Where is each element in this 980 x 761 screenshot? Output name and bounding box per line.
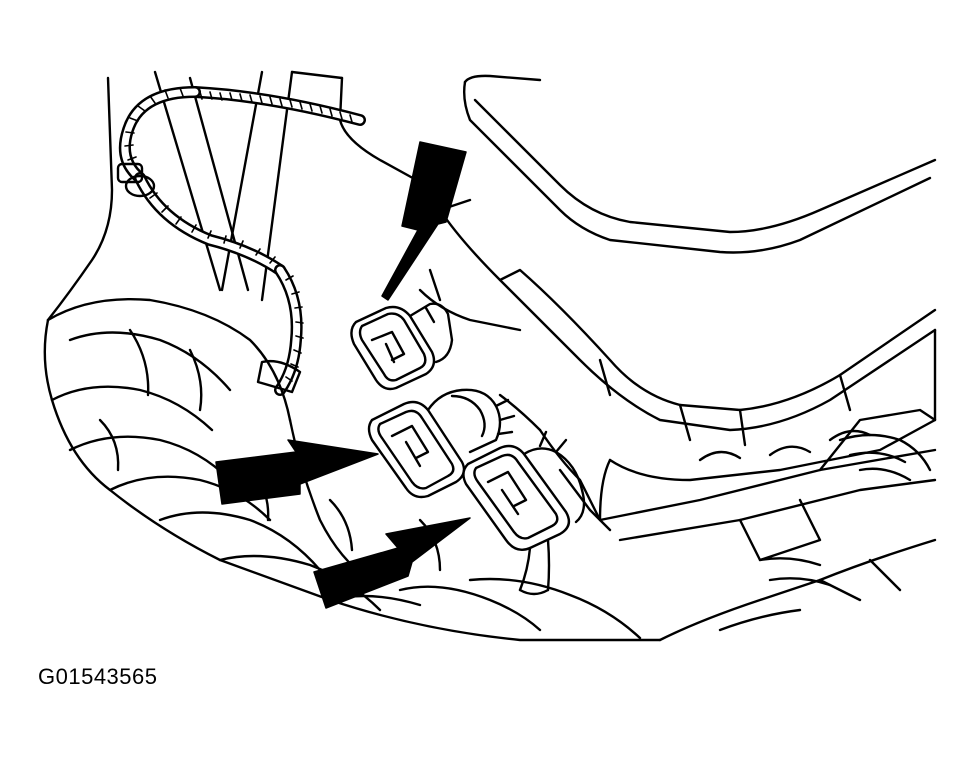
connector-middle: [369, 390, 514, 497]
body-panel: [48, 72, 420, 320]
figure-code: G01543565: [38, 664, 158, 689]
connector-lower: [463, 432, 584, 594]
connector-upper: [351, 304, 452, 389]
component-housing: [420, 76, 935, 640]
arrow-middle-icon: [215, 439, 379, 505]
arrow-upper-icon: [381, 141, 467, 301]
arrow-lower-icon: [313, 517, 471, 609]
pointer-arrows: [215, 141, 471, 609]
wire-harness-upper: [118, 88, 360, 392]
